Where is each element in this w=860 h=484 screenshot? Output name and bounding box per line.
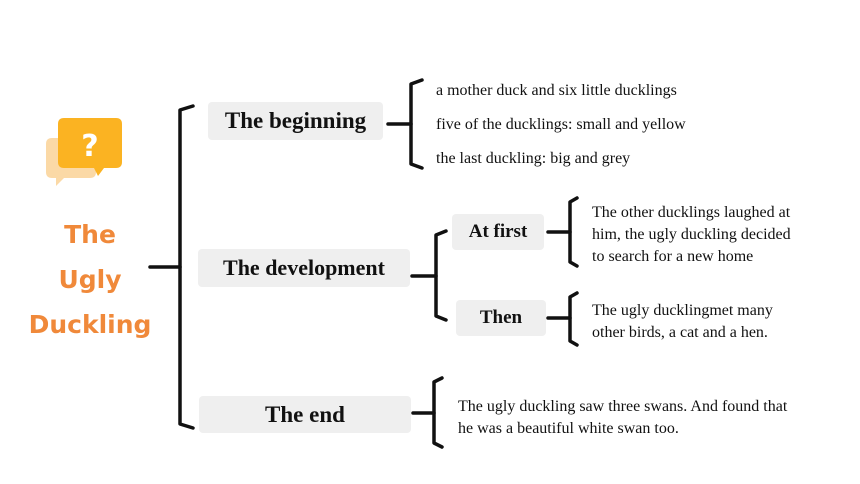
title-line-2: Ugly [58,265,122,294]
end-line-2: he was a beautiful white swan too. [458,420,679,437]
then-box: Then [456,300,546,336]
title-line-3: Duckling [28,310,152,339]
then-line-1: The ugly ducklingmet many [592,302,773,319]
end-box: The end [199,396,411,433]
main-bracket [178,104,195,430]
at-first-line-2: him, the ugly duckling decided [592,226,791,243]
at-first-box: At first [452,214,544,250]
question-glyph: ? [81,129,98,164]
end-line-1: The ugly duckling saw three swans. And f… [458,398,788,415]
question-bubble-icon: ? [40,116,126,188]
at-first-line-3: to search for a new home [592,248,754,265]
beginning-box: The beginning [208,102,383,140]
beginning-item-2: five of the ducklings: small and yellow [436,116,686,133]
at-first-line-1: The other ducklings laughed at [592,204,791,221]
title-line-1: The [64,220,116,249]
beginning-item-1: a mother duck and six little ducklings [436,82,677,99]
beginning-item-3: the last duckling: big and grey [436,150,631,167]
development-box: The development [198,249,410,287]
then-line-2: other birds, a cat and a hen. [592,324,768,341]
